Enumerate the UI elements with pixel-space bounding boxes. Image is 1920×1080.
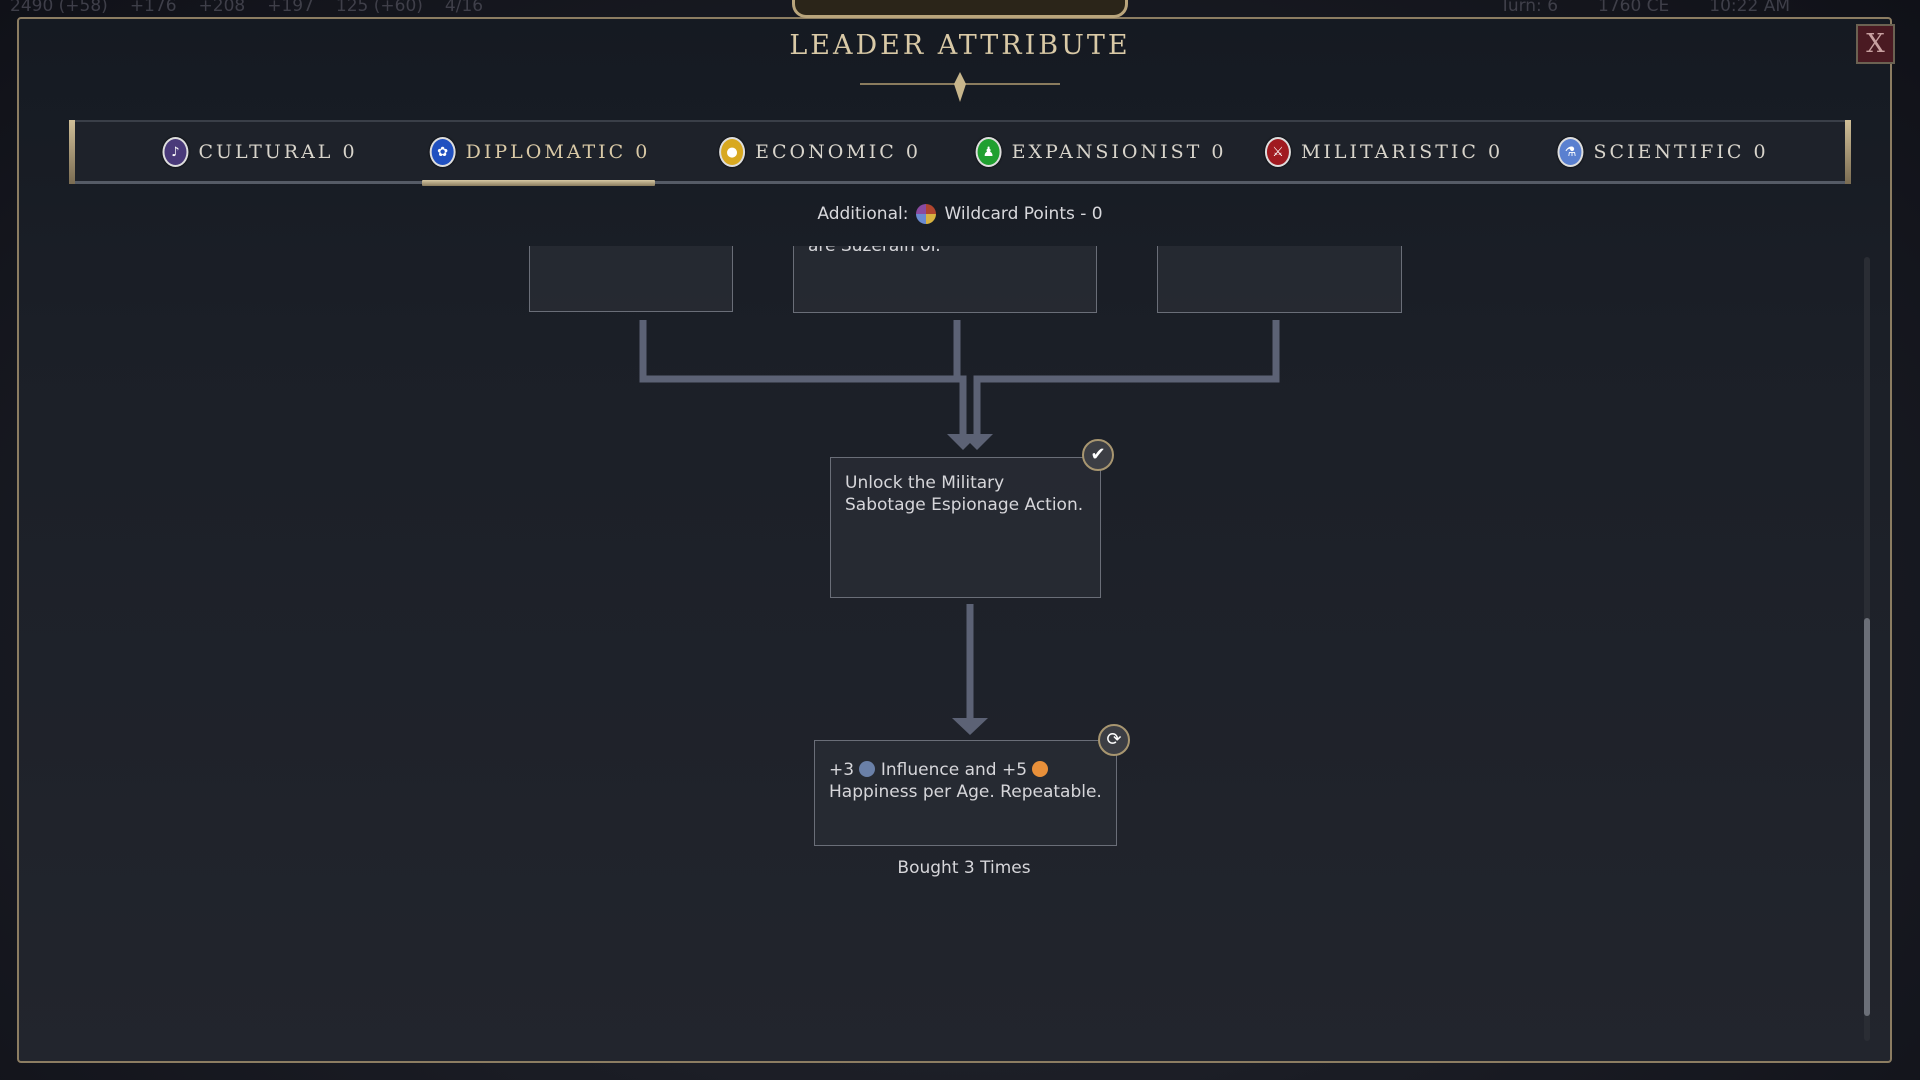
node-military-sabotage[interactable]: Unlock the Military Sabotage Espionage A… — [830, 457, 1101, 598]
militaristic-icon: ⚔ — [1264, 137, 1291, 167]
tab-militaristic[interactable]: ⚔ MILITARISTIC 0 — [1264, 122, 1503, 182]
cities-value: 4/16 — [444, 0, 484, 16]
wildcard-icon — [916, 204, 937, 224]
influence-icon — [859, 761, 876, 777]
tab-scientific[interactable]: ⚗ SCIENTIFIC 0 — [1557, 122, 1768, 182]
title-ornament-icon — [860, 72, 1060, 102]
scientific-icon: ⚗ — [1557, 137, 1584, 167]
repeat-icon: ⟳ — [1098, 724, 1130, 756]
happiness-value: +197 — [267, 0, 314, 16]
node-top-middle[interactable]: are Suzerain of. — [793, 246, 1097, 313]
close-button[interactable]: X — [1856, 24, 1895, 64]
economic-icon: ● — [719, 137, 746, 167]
additional-points: Additional: Wildcard Points - 0 — [0, 204, 1920, 224]
attribute-tabs: ♪ CULTURAL 0 ✿ DIPLOMATIC 0 ● ECONOMIC 0… — [69, 120, 1851, 184]
dialog-title: LEADER ATTRIBUTE — [789, 30, 1131, 61]
scrollbar-thumb[interactable] — [1864, 618, 1870, 1016]
happiness-icon — [1032, 761, 1049, 777]
influence-value: 125 (+60) — [335, 0, 423, 16]
crest-ornament — [792, 0, 1128, 18]
tab-expansionist[interactable]: ♟ EXPANSIONIST 0 — [975, 122, 1227, 182]
tab-economic[interactable]: ● ECONOMIC 0 — [719, 122, 921, 182]
tab-diplomatic[interactable]: ✿ DIPLOMATIC 0 — [429, 122, 651, 182]
scrollbar[interactable] — [1864, 257, 1870, 1041]
bought-count: Bought 3 Times — [897, 858, 1031, 878]
attribute-tree: are Suzerain of. Unlock the Military Sab… — [30, 246, 1860, 1060]
gold-value: 2490 (+58) — [10, 0, 108, 16]
diplomatic-icon: ✿ — [429, 137, 456, 167]
top-resource-bar: 2490 (+58) +176 +208 +197 125 (+60) 4/16… — [0, 0, 1920, 20]
tree-connectors — [639, 320, 1280, 735]
clock: 10:22 AM — [1709, 0, 1790, 16]
year-value: 1760 CE — [1598, 0, 1670, 16]
additional-label: Additional: — [817, 204, 909, 224]
check-icon: ✔ — [1082, 439, 1114, 471]
cultural-icon: ♪ — [162, 137, 189, 167]
science-value: +176 — [129, 0, 177, 16]
wildcard-points: Wildcard Points - 0 — [944, 204, 1103, 224]
node-top-left[interactable] — [529, 246, 733, 312]
tab-cultural[interactable]: ♪ CULTURAL 0 — [162, 122, 357, 182]
node-text: are Suzerain of. — [808, 246, 941, 256]
expansionist-icon: ♟ — [975, 137, 1002, 167]
active-tab-indicator — [422, 180, 655, 186]
node-top-right[interactable] — [1157, 246, 1402, 313]
turn-value: Turn: 6 — [1500, 0, 1559, 16]
node-influence-happiness[interactable]: +3 Influence and +5 Happiness per Age. R… — [814, 740, 1117, 846]
node-text: Unlock the Military Sabotage Espionage A… — [845, 473, 1084, 515]
culture-value: +208 — [198, 0, 246, 16]
